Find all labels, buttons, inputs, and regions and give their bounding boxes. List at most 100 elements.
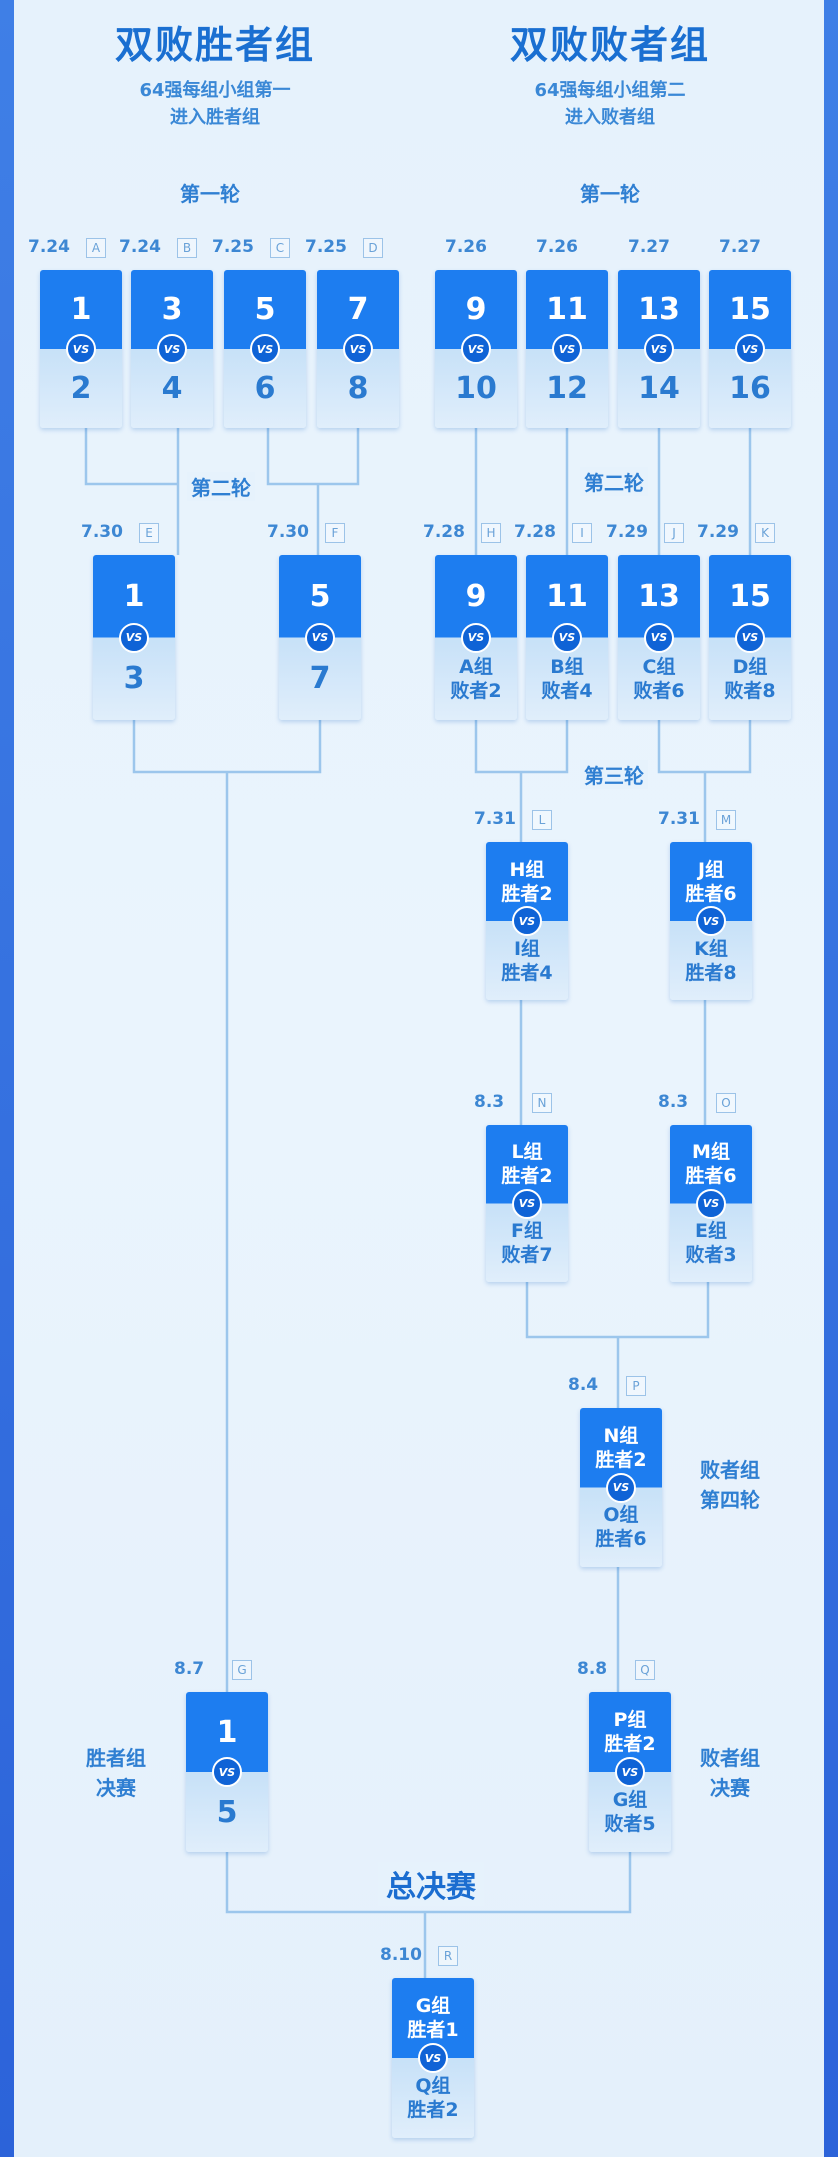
- vs-badge-icon: VS: [250, 334, 280, 364]
- match-bottom-seed: I组 胜者4: [501, 937, 553, 984]
- subtitle-line: 64强每组小组第一: [139, 80, 291, 101]
- match-id-box: O: [716, 1093, 736, 1113]
- match-top-seed: 7: [347, 292, 369, 327]
- match-id-box: C: [270, 238, 290, 258]
- losers-bracket-subtitle: 64强每组小组第二 进入败者组: [490, 77, 730, 131]
- losers-round2-label: 第二轮: [580, 467, 648, 496]
- winners-round2-label: 第二轮: [187, 472, 255, 501]
- match-top-seed: 9: [465, 292, 487, 327]
- match-date: 7.29: [606, 522, 648, 542]
- match-top-seed: 11: [546, 578, 588, 614]
- losers-round4-side-label: 败者组 第四轮: [690, 1455, 770, 1515]
- match-top-seed: 15: [729, 578, 771, 614]
- match-date: 7.29: [697, 522, 739, 542]
- subtitle-line: 进入胜者组: [170, 107, 260, 128]
- vs-badge-icon: VS: [212, 1757, 242, 1787]
- match-date: 8.7: [174, 1659, 205, 1679]
- match-card: 7 8 VS: [317, 270, 399, 428]
- vs-badge-icon: VS: [644, 334, 674, 364]
- match-date: 7.27: [719, 237, 761, 257]
- winners-bracket-subtitle: 64强每组小组第一 进入胜者组: [95, 77, 335, 131]
- match-bottom-seed: 6: [254, 371, 276, 406]
- match-bottom-seed: 3: [123, 661, 145, 697]
- match-bottom-seed: 5: [216, 1794, 238, 1830]
- match-date: 7.25: [212, 237, 254, 257]
- winners-round1-label: 第一轮: [180, 182, 240, 206]
- match-top-seed: 9: [465, 578, 487, 614]
- match-top-seed: 1: [70, 292, 92, 327]
- side-label-line: 败者组: [700, 1458, 760, 1482]
- match-id-box: K: [755, 523, 775, 543]
- right-edge-bar: [824, 0, 838, 2157]
- match-bottom-seed: 16: [729, 371, 771, 406]
- match-top-seed: L组 胜者2: [501, 1141, 553, 1188]
- match-bottom-seed: 8: [347, 371, 369, 406]
- match-id-box: P: [626, 1376, 646, 1396]
- vs-badge-icon: VS: [696, 906, 726, 936]
- match-bottom-seed: B组 败者4: [541, 655, 593, 702]
- match-date: 7.26: [536, 237, 578, 257]
- match-bottom-seed: 10: [455, 371, 497, 406]
- match-card: 1 2 VS: [40, 270, 122, 428]
- match-bottom-seed: A组 败者2: [450, 655, 502, 702]
- match-bottom-seed: D组 败者8: [724, 655, 776, 702]
- match-id-box: N: [532, 1093, 552, 1113]
- match-top-seed: 5: [254, 292, 276, 327]
- match-card: 15 16 VS: [709, 270, 791, 428]
- vs-badge-icon: VS: [696, 1188, 726, 1219]
- match-id-box: B: [177, 238, 197, 258]
- match-top-seed: J组 胜者6: [685, 858, 737, 905]
- match-id-box: R: [438, 1946, 458, 1966]
- match-bottom-seed: 4: [161, 371, 183, 406]
- vs-badge-icon: VS: [343, 334, 373, 364]
- match-date: 8.8: [577, 1659, 608, 1679]
- match-card: 1 5 VS: [186, 1692, 268, 1852]
- match-top-seed: P组 胜者2: [604, 1709, 656, 1755]
- vs-badge-icon: VS: [606, 1472, 636, 1503]
- subtitle-line: 64强每组小组第二: [534, 80, 686, 101]
- match-date: 8.3: [474, 1092, 505, 1112]
- vs-badge-icon: VS: [461, 622, 491, 653]
- match-date: 7.28: [514, 522, 556, 542]
- match-top-seed: 1: [216, 1714, 238, 1750]
- match-id-box: J: [664, 523, 684, 543]
- match-bottom-seed: 2: [70, 371, 92, 406]
- subtitle-line: 进入败者组: [565, 107, 655, 128]
- match-id-box: M: [716, 810, 736, 830]
- losers-final-side-label: 败者组 决赛: [690, 1743, 770, 1803]
- vs-badge-icon: VS: [735, 334, 765, 364]
- match-id-box: Q: [635, 1660, 655, 1680]
- vs-badge-icon: VS: [615, 1757, 645, 1787]
- side-label-line: 败者组: [700, 1746, 760, 1770]
- match-date: 7.25: [305, 237, 347, 257]
- match-bottom-seed: 14: [638, 371, 680, 406]
- vs-badge-icon: VS: [512, 906, 542, 936]
- match-date: 7.30: [81, 522, 123, 542]
- match-date: 7.27: [628, 237, 670, 257]
- match-top-seed: 15: [729, 292, 771, 327]
- vs-badge-icon: VS: [644, 622, 674, 653]
- vs-badge-icon: VS: [305, 622, 335, 653]
- match-id-box: G: [232, 1660, 252, 1680]
- match-date: 7.24: [119, 237, 161, 257]
- match-date: 8.3: [658, 1092, 689, 1112]
- match-top-seed: 3: [161, 292, 183, 327]
- match-date: 7.30: [267, 522, 309, 542]
- match-top-seed: H组 胜者2: [501, 858, 553, 905]
- match-bottom-seed: G组 败者5: [604, 1789, 656, 1835]
- match-bottom-seed: 7: [309, 661, 331, 697]
- vs-badge-icon: VS: [66, 334, 96, 364]
- match-id-box: I: [572, 523, 592, 543]
- left-edge-bar: [0, 0, 14, 2157]
- winners-final-side-label: 胜者组 决赛: [76, 1743, 156, 1803]
